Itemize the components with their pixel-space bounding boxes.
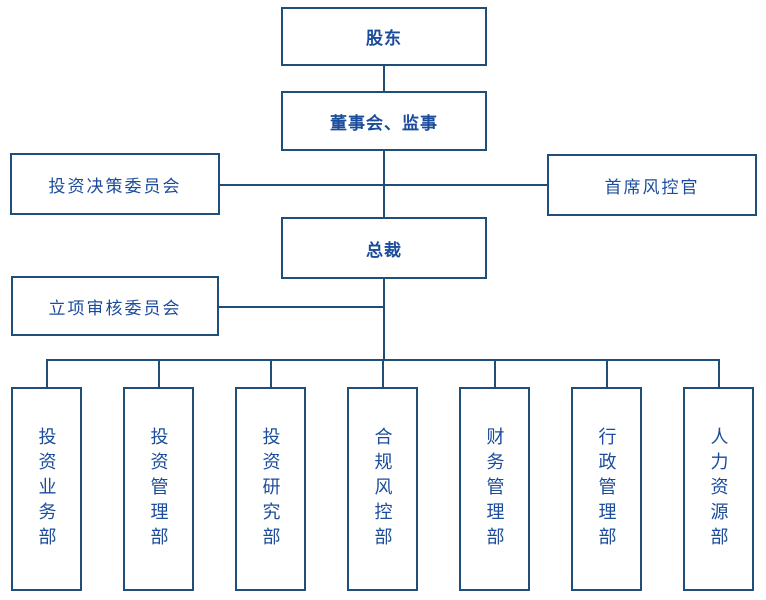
node-board-label: 董事会、监事 — [330, 113, 438, 133]
node-dept-label: 行政管理部 — [596, 426, 617, 552]
node-dept-compliance-risk: 合规风控部 — [347, 387, 418, 591]
connector-shareholders-board — [383, 66, 385, 93]
connector-project-review-committee — [219, 306, 383, 308]
node-dept-investment-research: 投资研究部 — [235, 387, 306, 591]
node-project-review-committee-label: 立项审核委员会 — [48, 298, 182, 318]
node-dept-label: 投资业务部 — [36, 426, 57, 552]
node-chief-risk-officer: 首席风控官 — [547, 154, 757, 216]
connector-dept-1 — [46, 359, 48, 387]
node-president: 总裁 — [281, 217, 487, 279]
node-dept-finance-management: 财务管理部 — [459, 387, 530, 591]
connector-dept-3 — [270, 359, 272, 387]
connector-investment-decision-committee — [220, 184, 383, 186]
node-dept-investment-management: 投资管理部 — [123, 387, 194, 591]
connector-dept-7 — [718, 359, 720, 387]
connector-dept-6 — [606, 359, 608, 387]
connector-chief-risk-officer — [385, 184, 547, 186]
node-president-label: 总裁 — [366, 240, 402, 260]
node-dept-investment-business: 投资业务部 — [11, 387, 82, 591]
node-board: 董事会、监事 — [281, 91, 487, 151]
connector-president-bus — [383, 279, 385, 361]
connector-dept-2 — [158, 359, 160, 387]
connector-dept-4 — [382, 359, 384, 387]
node-dept-label: 财务管理部 — [484, 426, 505, 552]
node-shareholders: 股东 — [281, 7, 487, 66]
node-dept-label: 人力资源部 — [708, 426, 729, 552]
node-dept-label: 投资研究部 — [260, 426, 281, 552]
connector-board-president — [383, 151, 385, 217]
node-chief-risk-officer-label: 首席风控官 — [604, 177, 700, 197]
node-dept-label: 投资管理部 — [148, 426, 169, 552]
connector-dept-5 — [494, 359, 496, 387]
node-shareholders-label: 股东 — [366, 29, 402, 48]
node-dept-human-resources: 人力资源部 — [683, 387, 754, 591]
node-investment-decision-committee-label: 投资决策委员会 — [48, 176, 182, 196]
node-project-review-committee: 立项审核委员会 — [11, 276, 219, 336]
node-dept-label: 合规风控部 — [372, 426, 393, 552]
node-investment-decision-committee: 投资决策委员会 — [10, 153, 220, 215]
node-dept-administration: 行政管理部 — [571, 387, 642, 591]
